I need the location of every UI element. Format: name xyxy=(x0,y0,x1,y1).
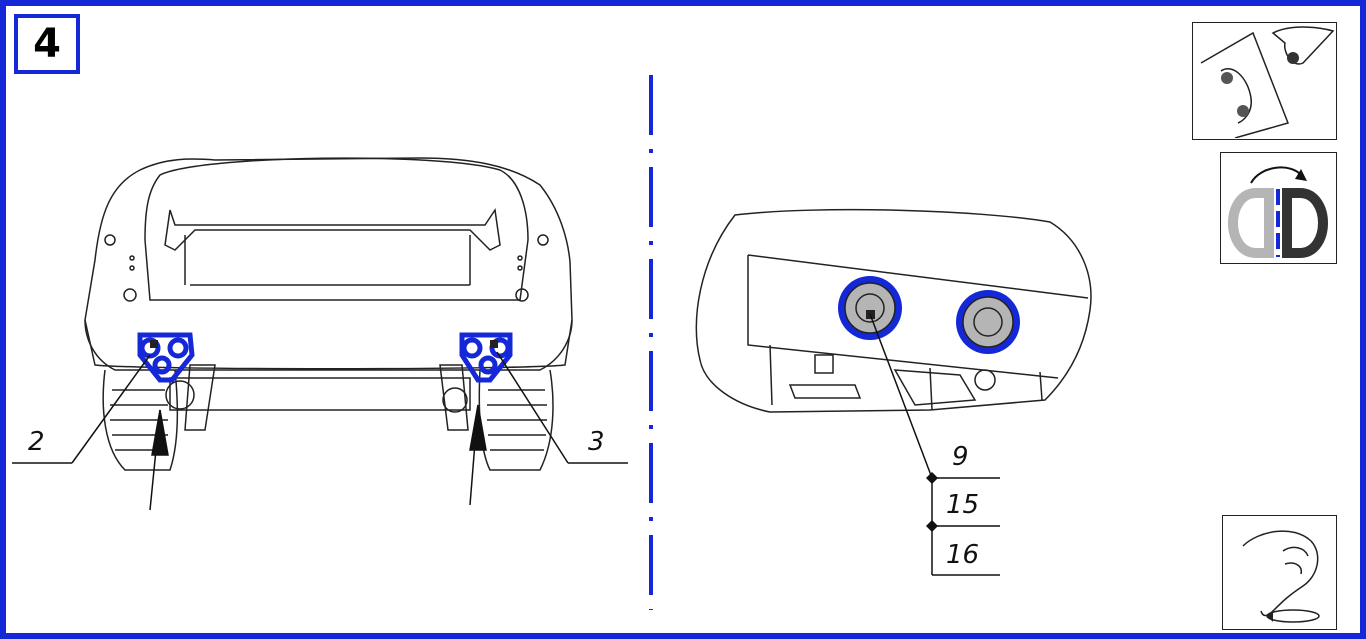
tow-crossbeam xyxy=(169,377,471,411)
mirror-symmetric-icon xyxy=(1220,152,1337,264)
insertion-arrows xyxy=(149,404,487,511)
detail-bolt-right xyxy=(956,290,1020,354)
detail-bolt-left xyxy=(838,276,902,340)
bumper-outline xyxy=(695,208,1092,413)
body-outline xyxy=(84,157,573,371)
right-bracket xyxy=(459,332,513,383)
left-wheel xyxy=(102,369,179,471)
right-wheel xyxy=(478,369,554,471)
vehicle-rear-view xyxy=(84,157,573,471)
rear-hatch-outline xyxy=(144,157,529,301)
bumper-detail xyxy=(695,208,1092,413)
car-on-lift-icon xyxy=(1192,22,1337,140)
step-number: 4 xyxy=(14,14,80,74)
detail-leaders xyxy=(869,313,1000,576)
callout-detail-mid: 15 xyxy=(946,490,980,520)
callout-detail-top: 9 xyxy=(952,442,969,472)
right-bracket-bolt xyxy=(490,340,498,348)
hand-tighten-icon xyxy=(1222,515,1337,630)
callout-detail-bottom: 16 xyxy=(946,540,980,570)
left-bracket-bolt xyxy=(150,340,158,348)
callout-left: 2 xyxy=(28,427,45,457)
callout-right: 3 xyxy=(588,427,605,457)
left-leaders xyxy=(12,351,628,464)
